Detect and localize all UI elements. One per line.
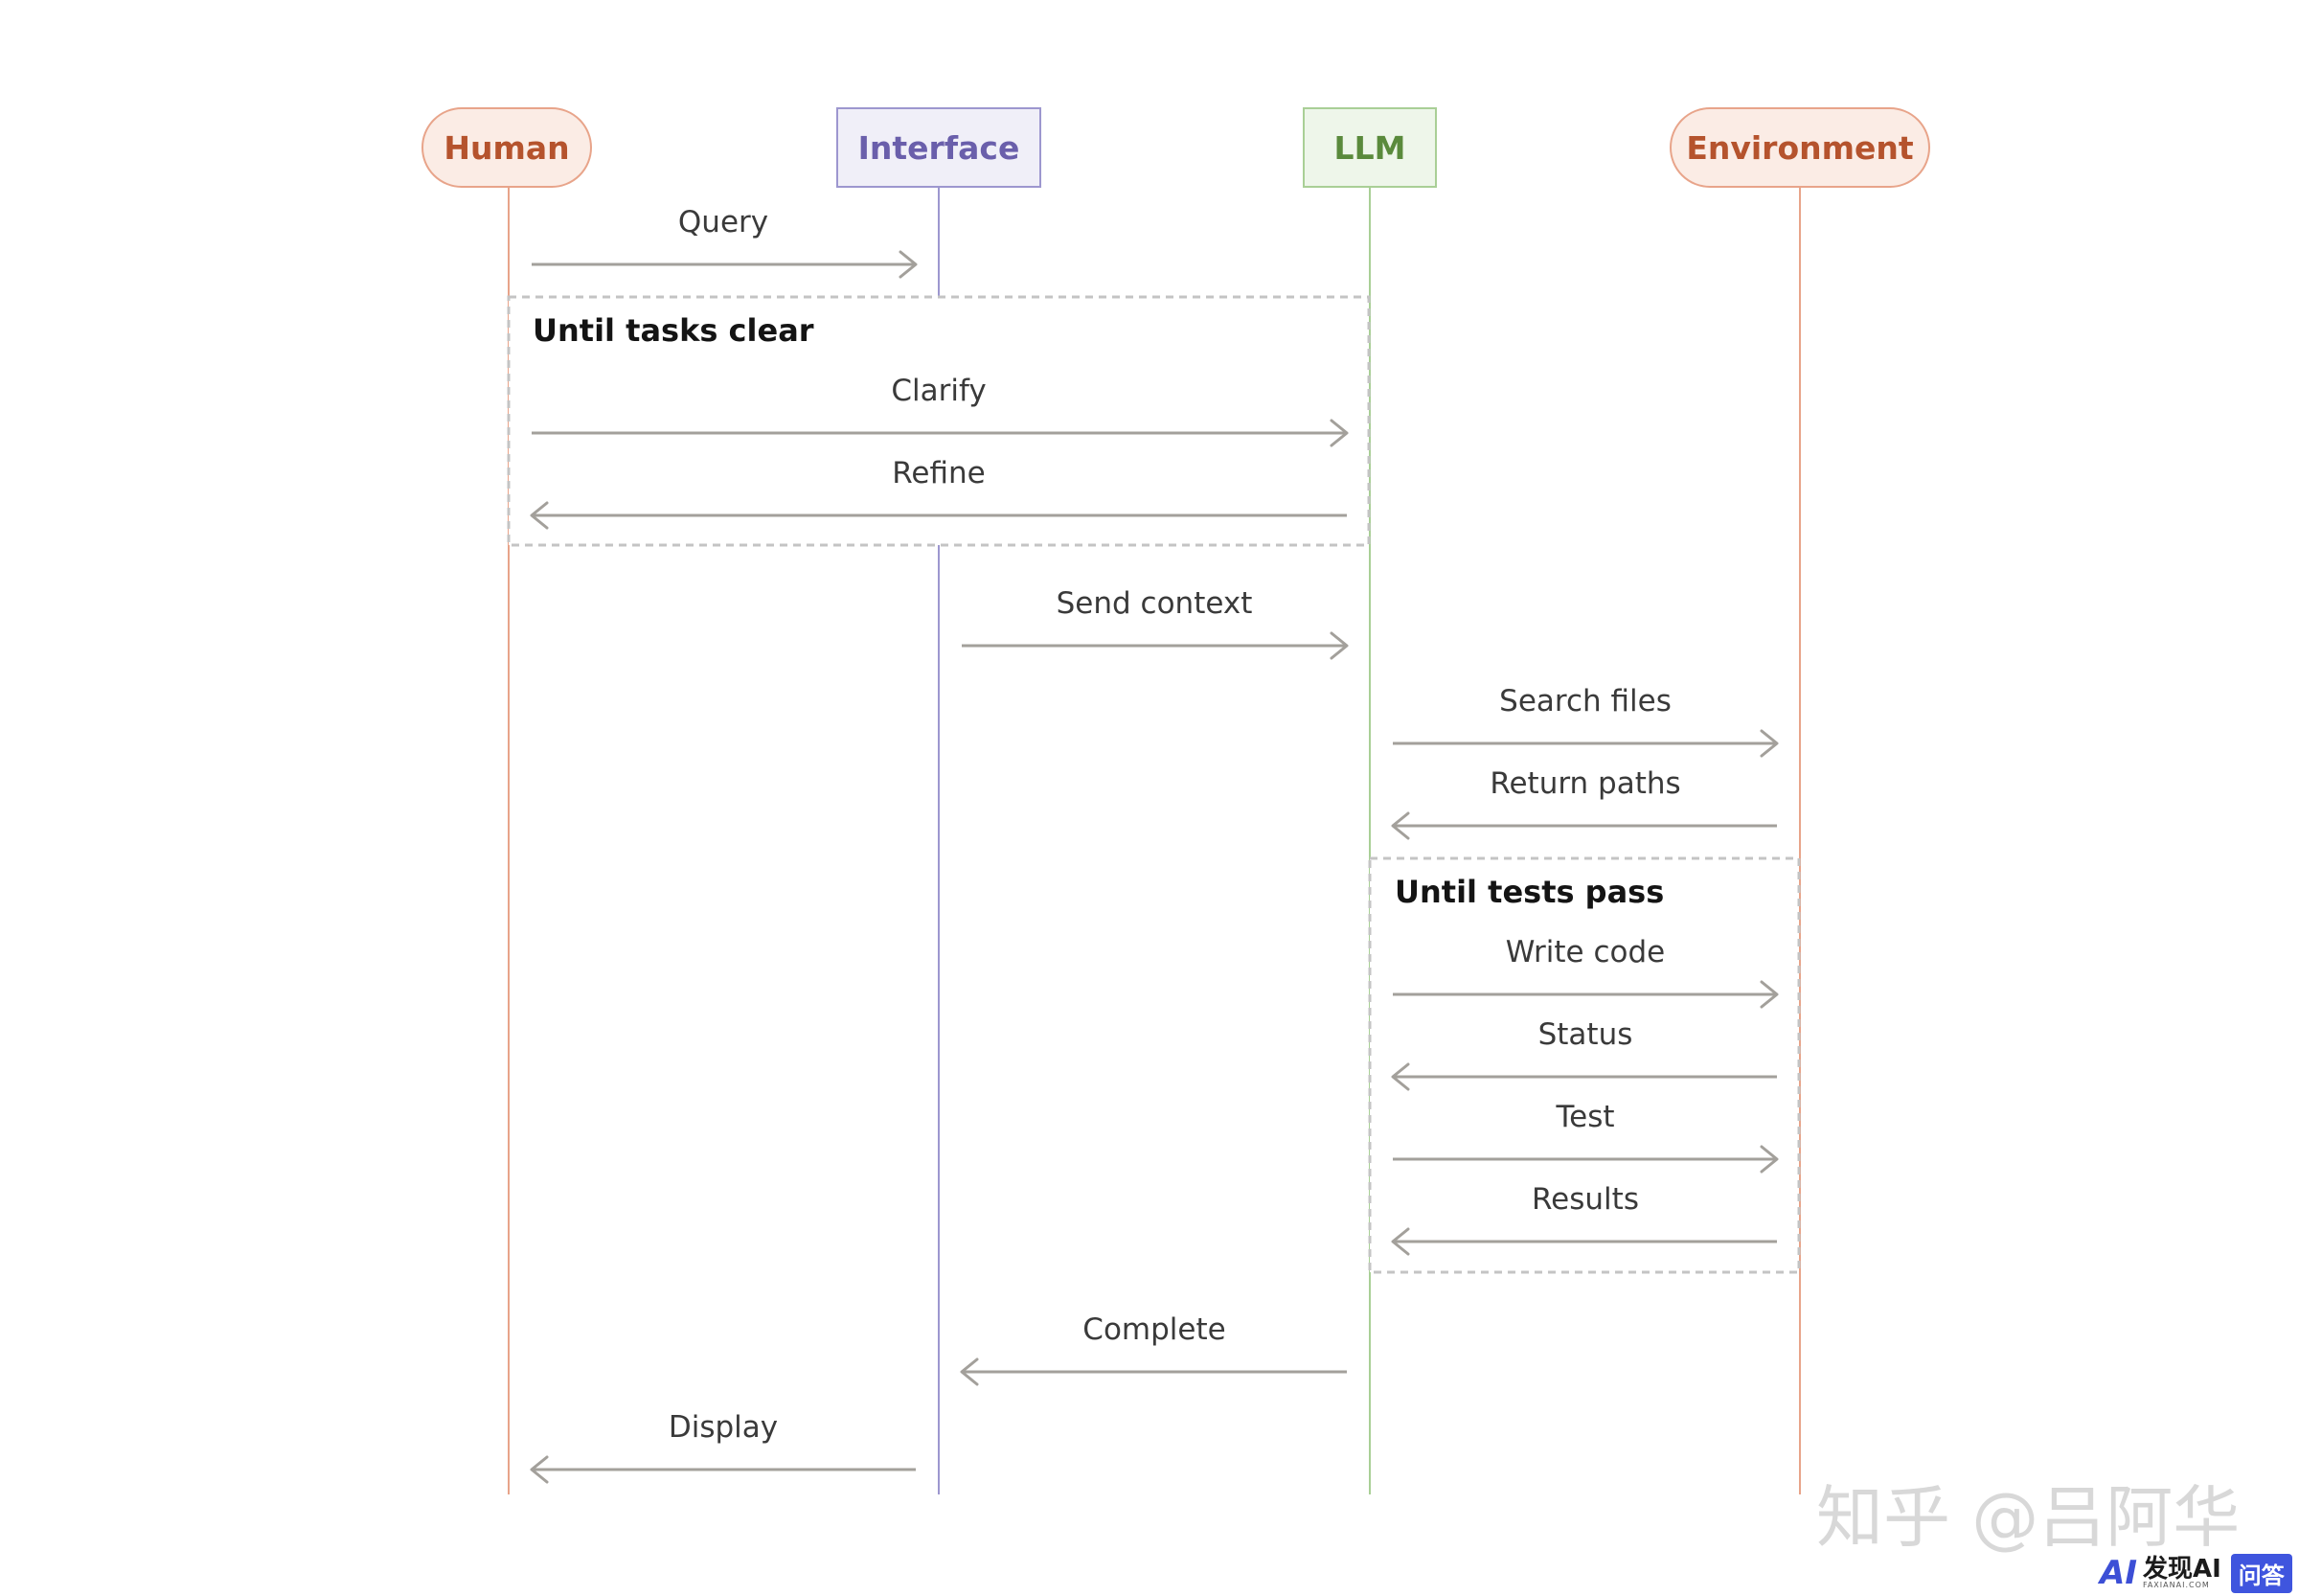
actor-llm: LLM	[1303, 107, 1437, 188]
message-arrow-complete	[960, 1357, 1347, 1386]
message-label-query: Query	[677, 205, 769, 239]
message-arrow-results	[1391, 1227, 1777, 1256]
message-arrow-test	[1393, 1145, 1779, 1174]
message-arrow-search-files	[1393, 729, 1779, 758]
faxianai-logo-icon: AI	[2100, 1554, 2137, 1592]
message-arrow-display	[530, 1455, 916, 1484]
message-label-complete: Complete	[1082, 1312, 1226, 1347]
message-label-clarify: Clarify	[891, 374, 987, 408]
actor-interface-label: Interface	[857, 128, 1020, 167]
loop-label-tests: Until tests pass	[1395, 874, 1665, 910]
badge-domain: FAXIANAI.COM	[2142, 1581, 2210, 1589]
message-label-return-paths: Return paths	[1490, 766, 1681, 801]
badge-name: 发现AI	[2142, 1555, 2221, 1584]
actor-human: Human	[421, 107, 592, 188]
actor-environment-label: Environment	[1686, 128, 1914, 167]
message-label-send-context: Send context	[1056, 586, 1253, 621]
loop-frame-tasks	[507, 295, 1371, 547]
loop-label-tasks: Until tasks clear	[533, 312, 814, 349]
message-label-write-code: Write code	[1505, 935, 1666, 969]
message-arrow-refine	[530, 501, 1347, 530]
message-arrow-status	[1391, 1062, 1777, 1091]
loop-frame-tests	[1368, 856, 1801, 1274]
message-label-refine: Refine	[892, 456, 986, 490]
message-arrow-clarify	[532, 419, 1349, 447]
actor-environment: Environment	[1670, 107, 1930, 188]
badge-tag: 问答	[2230, 1553, 2292, 1593]
message-label-display: Display	[668, 1410, 779, 1445]
message-label-status: Status	[1537, 1017, 1633, 1052]
message-label-results: Results	[1532, 1182, 1639, 1217]
message-arrow-return-paths	[1391, 811, 1777, 840]
badge-text: 发现AI FAXIANAI.COM	[2143, 1557, 2221, 1589]
message-label-search-files: Search files	[1499, 684, 1672, 718]
actor-interface: Interface	[836, 107, 1041, 188]
actor-llm-label: LLM	[1333, 128, 1406, 167]
message-label-test: Test	[1556, 1100, 1615, 1134]
actor-human-label: Human	[444, 128, 570, 167]
faxianai-badge[interactable]: AI 发现AI FAXIANAI.COM 问答	[2100, 1553, 2292, 1593]
message-arrow-query	[532, 250, 918, 279]
message-arrow-send-context	[962, 631, 1349, 660]
message-arrow-write-code	[1393, 980, 1779, 1009]
zhihu-watermark: 知乎 @吕阿华	[1816, 1478, 2241, 1557]
